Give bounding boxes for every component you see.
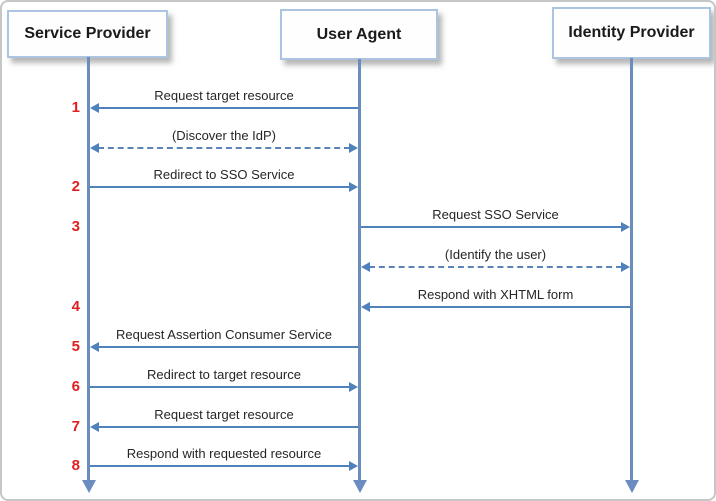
message-line (90, 386, 350, 388)
arrowhead-right-icon (349, 143, 358, 153)
actor-label-service-provider: Service Provider (24, 25, 151, 42)
message-line (98, 426, 358, 428)
arrowhead-left-icon (90, 143, 99, 153)
message-line (90, 186, 350, 188)
message-label: (Identify the user) (444, 247, 547, 262)
message-line (98, 107, 358, 109)
arrowhead-right-icon (349, 382, 358, 392)
actor-box-user-agent: User Agent (280, 9, 438, 60)
arrowhead-right-icon (621, 222, 630, 232)
lifeline-end-arrow-icon (82, 480, 96, 493)
arrowhead-left-icon (90, 103, 99, 113)
arrowhead-right-icon (621, 262, 630, 272)
lifeline-service-provider (87, 57, 90, 480)
message-line (369, 306, 630, 308)
message-line (369, 266, 622, 268)
message-label: Request target resource (154, 88, 294, 103)
actor-box-service-provider: Service Provider (7, 10, 168, 58)
arrowhead-left-icon (361, 302, 370, 312)
message-line (98, 147, 350, 149)
arrowhead-right-icon (349, 182, 358, 192)
step-number: 7 (71, 418, 80, 435)
step-number: 2 (71, 178, 80, 195)
message-label: Request SSO Service (432, 207, 559, 222)
actor-label-identity-provider: Identity Provider (568, 24, 695, 41)
step-number: 4 (71, 298, 80, 315)
arrowhead-left-icon (90, 422, 99, 432)
actor-label-user-agent: User Agent (316, 25, 402, 43)
arrowhead-left-icon (90, 342, 99, 352)
step-number: 5 (71, 338, 80, 355)
message-label: Request target resource (154, 407, 294, 422)
actor-box-identity-provider: Identity Provider (552, 7, 711, 59)
message-label: Respond with requested resource (126, 446, 322, 461)
message-label: Redirect to SSO Service (153, 167, 295, 182)
message-label: Redirect to target resource (147, 367, 301, 382)
lifeline-identity-provider (630, 58, 633, 480)
message-line (90, 465, 350, 467)
arrowhead-right-icon (349, 461, 358, 471)
arrowhead-left-icon (361, 262, 370, 272)
step-number: 3 (71, 218, 80, 235)
message-label: Respond with XHTML form (417, 287, 574, 302)
lifeline-end-arrow-icon (353, 480, 367, 493)
step-number: 1 (71, 99, 80, 116)
step-number: 8 (71, 457, 80, 474)
message-line (98, 346, 358, 348)
message-line (361, 226, 622, 228)
message-label: Request Assertion Consumer Service (115, 327, 333, 342)
lifeline-end-arrow-icon (625, 480, 639, 493)
step-number: 6 (71, 378, 80, 395)
lifeline-user-agent (358, 59, 361, 480)
message-label: (Discover the IdP) (171, 128, 277, 143)
